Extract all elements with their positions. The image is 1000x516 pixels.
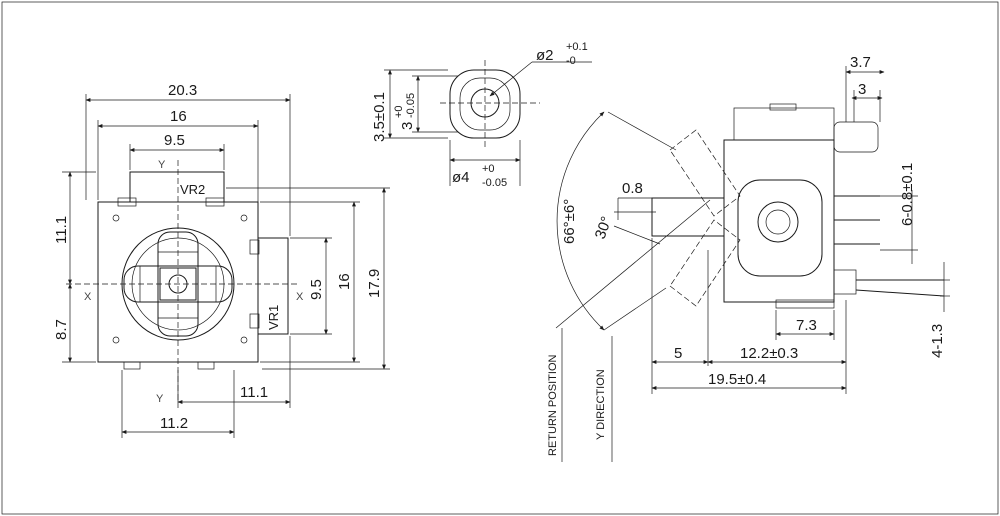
vr2-label: VR2 bbox=[180, 182, 205, 197]
dim-phi4: ø4 bbox=[452, 169, 470, 186]
dim-12-2: 12.2±0.3 bbox=[740, 345, 798, 362]
dim-shaft-inner: 3 bbox=[399, 122, 416, 130]
dim-19-5: 19.5±0.4 bbox=[708, 371, 766, 388]
dim-width-16: 16 bbox=[170, 108, 187, 125]
dim-7-3: 7.3 bbox=[796, 317, 817, 334]
dim-3-7: 3.7 bbox=[850, 54, 871, 71]
dim-width-9-5: 9.5 bbox=[164, 132, 185, 149]
dim-shaft-height: 3.5±0.1 bbox=[371, 92, 388, 142]
dim-bottom-11-1: 11.1 bbox=[240, 384, 268, 401]
dim-left-11-1: 11.1 bbox=[53, 216, 70, 244]
dim-shaft-inner-tol-upper: +0 bbox=[393, 105, 405, 118]
vr2-housing bbox=[129, 171, 225, 203]
label-y-direction: Y DIRECTION bbox=[595, 369, 607, 440]
dim-pins: 6-0.8±0.1 bbox=[899, 163, 916, 226]
dim-3: 3 bbox=[858, 81, 866, 98]
vr1-label: VR1 bbox=[266, 305, 281, 330]
angle-arc-66 bbox=[556, 111, 605, 331]
dim-30deg: 30° bbox=[592, 214, 616, 241]
dim-right-17-9: 17.9 bbox=[366, 269, 383, 298]
axis-y-bottom: Y bbox=[156, 393, 164, 405]
dim-phi4-tol-lower: -0.05 bbox=[482, 177, 507, 189]
bottom-pin-right bbox=[197, 361, 215, 370]
side-body bbox=[723, 139, 835, 303]
bottom-pin-left bbox=[123, 361, 141, 370]
mount-hole bbox=[240, 336, 248, 344]
dim-left-8-7: 8.7 bbox=[53, 319, 70, 340]
dim-right-16: 16 bbox=[336, 273, 353, 290]
vr1-pin-bottom bbox=[249, 313, 260, 329]
front-view: X X Y Y VR2 VR1 20.3 16 9.5 11.1 8.7 9.5 bbox=[53, 82, 390, 438]
dim-4-1-3: 4-1.3 bbox=[929, 324, 946, 358]
mount-hole bbox=[112, 214, 120, 222]
dim-bottom-11-2: 11.2 bbox=[160, 415, 188, 432]
side-view: 3.7 3 6-0.8±0.1 4-1.3 0.8 30° 66°±6° RET… bbox=[547, 54, 950, 462]
side-gimbal bbox=[757, 201, 799, 243]
dim-right-9-5: 9.5 bbox=[308, 279, 325, 300]
axis-x-right: X bbox=[296, 291, 304, 303]
vr2-pin-right bbox=[205, 197, 225, 207]
dim-5: 5 bbox=[674, 345, 682, 362]
dim-phi2-tol-lower: -0 bbox=[566, 55, 576, 67]
dim-shaft-inner-tol-lower: -0.05 bbox=[405, 93, 417, 118]
mount-hole bbox=[112, 336, 120, 344]
dim-0-8: 0.8 bbox=[622, 180, 643, 197]
label-return-position: RETURN POSITION bbox=[547, 354, 559, 456]
dim-total-width: 20.3 bbox=[168, 82, 197, 99]
dim-phi2-tol-upper: +0.1 bbox=[566, 41, 588, 53]
dim-66deg: 66°±6° bbox=[561, 199, 578, 244]
shaft-top-view: 3.5±0.1 3 +0 -0.05 ø2 +0.1 -0 ø4 +0 -0.0… bbox=[371, 41, 592, 189]
axis-y-top: Y bbox=[158, 159, 166, 171]
vr2-pin-left bbox=[117, 197, 137, 207]
vr1-pin-top bbox=[249, 239, 260, 255]
dim-phi4-tol-upper: +0 bbox=[482, 163, 495, 175]
side-shaft bbox=[651, 197, 725, 237]
vr1-housing bbox=[257, 237, 289, 335]
mount-hole bbox=[240, 214, 248, 222]
axis-x-left: X bbox=[84, 291, 92, 303]
dim-phi2: ø2 bbox=[536, 47, 554, 64]
